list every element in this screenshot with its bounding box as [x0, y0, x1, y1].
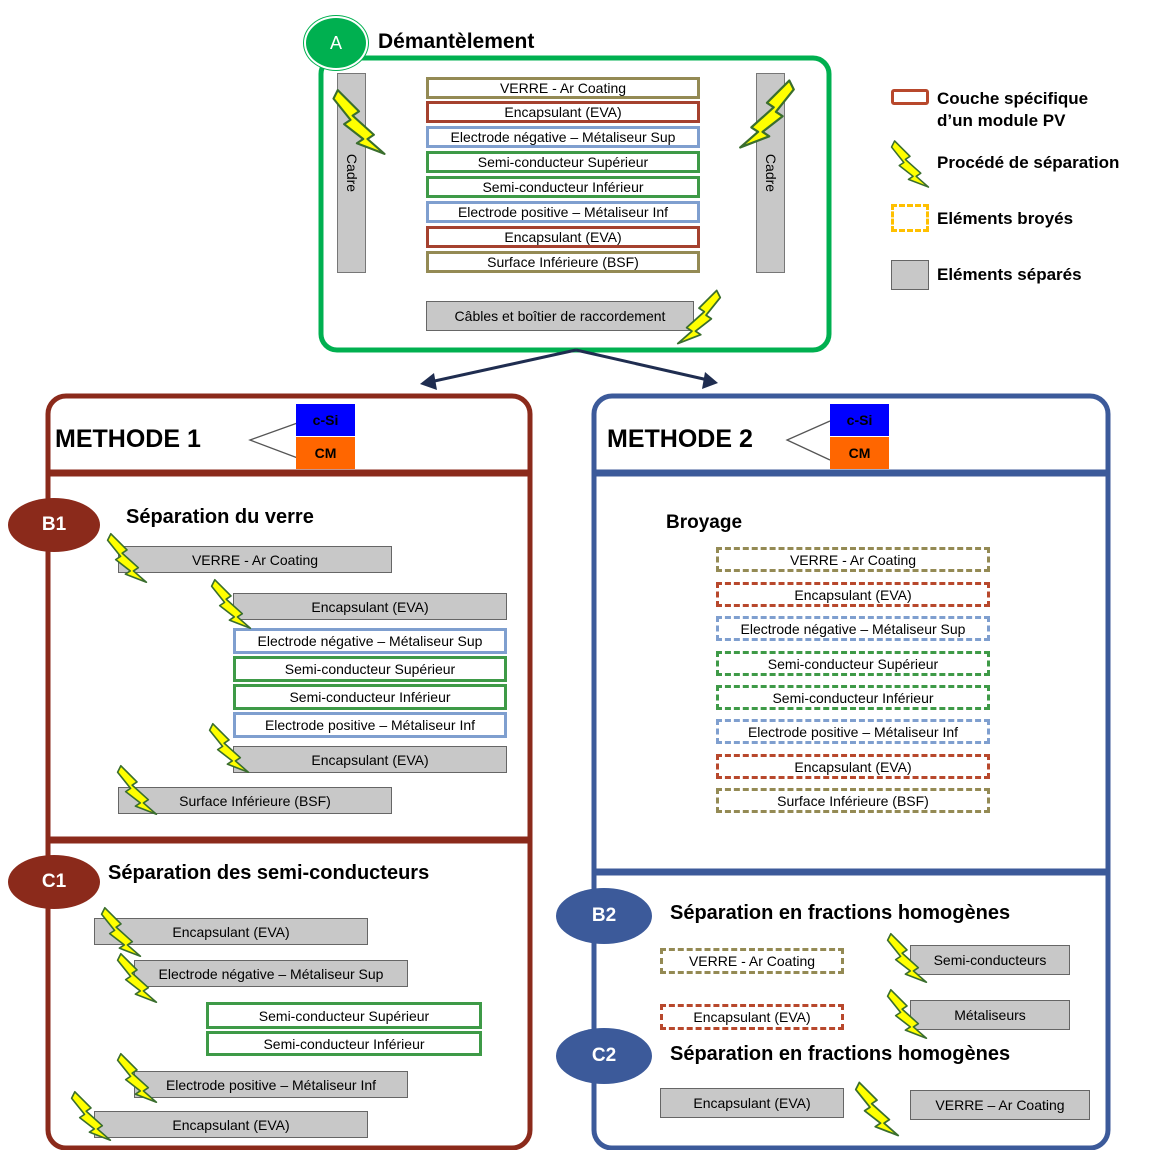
c2-encapsulant: Encapsulant (EVA) [660, 1088, 844, 1118]
b1-bsf: Surface Inférieure (BSF) [118, 787, 392, 814]
legend-crushed-swatch [891, 204, 929, 232]
c1-sc-sup: Semi-conducteur Supérieur [206, 1002, 482, 1029]
lightning-icon-legend [890, 140, 930, 188]
a-layer-electrode-pos: Electrode positive – Métaliseur Inf [426, 201, 700, 223]
lightning-icon-a-left [332, 89, 386, 155]
method2-tag-connector [785, 420, 831, 461]
c1-electrode-pos: Electrode positive – Métaliseur Inf [134, 1071, 408, 1098]
arrow-to-method2 [575, 348, 709, 382]
broyage-title: Broyage [666, 512, 743, 533]
legend-layer-text: Couche spécifique d’un module PV [937, 89, 1089, 130]
legend-process-text: Procédé de séparation [937, 153, 1120, 172]
lightning-icon-b1-enc1 [210, 578, 252, 630]
b1-title: Séparation du verre [126, 506, 314, 528]
lightning-icon-b1-enc2 [208, 722, 250, 774]
c1-title: Séparation des semi-conducteurs [108, 862, 430, 884]
a-cables-box: Câbles et boîtier de raccordement [426, 301, 694, 331]
arrow-head-method1 [420, 373, 437, 390]
a-layer-bsf: Surface Inférieure (BSF) [426, 251, 700, 273]
c1-badge: C1 [8, 855, 100, 909]
b1-electrode-neg: Electrode négative – Métaliseur Sup [233, 628, 507, 654]
a-layer-electrode-neg: Electrode négative – Métaliseur Sup [426, 126, 700, 148]
b2-semi-conducteurs: Semi-conducteurs [910, 945, 1070, 975]
lightning-icon-b1-verre [106, 532, 148, 584]
a-layer-sc-sup: Semi-conducteur Supérieur [426, 151, 700, 173]
a-layer-encapsulant-2: Encapsulant (EVA) [426, 226, 700, 248]
b1-electrode-pos: Electrode positive – Métaliseur Inf [233, 712, 507, 738]
lightning-icon-b1-bsf [116, 764, 158, 816]
method1-tag-csi: c-Si [296, 404, 355, 436]
broyage-verre: VERRE - Ar Coating [716, 547, 990, 572]
section-a-badge: A [304, 16, 368, 70]
lightning-icon-c1-elec-neg [116, 952, 158, 1004]
lightning-icon-a-cables [676, 289, 722, 345]
lightning-icon-b2-sc [886, 932, 928, 984]
c2-badge: C2 [556, 1028, 652, 1084]
b2-title: Séparation en fractions homogènes [670, 902, 1011, 924]
broyage-electrode-neg: Electrode négative – Métaliseur Sup [716, 616, 990, 641]
lightning-icon-c1-elec-pos [116, 1052, 158, 1104]
arrow-head-method2 [702, 372, 718, 389]
method1-frame [45, 393, 533, 1150]
b1-sc-sup: Semi-conducteur Supérieur [233, 656, 507, 682]
b1-sc-inf: Semi-conducteur Inférieur [233, 684, 507, 710]
b1-badge: B1 [8, 498, 100, 552]
c1-electrode-neg: Electrode négative – Métaliseur Sup [134, 960, 408, 987]
b2-verre: VERRE - Ar Coating [660, 948, 844, 974]
broyage-bsf: Surface Inférieure (BSF) [716, 788, 990, 813]
legend-layer-swatch [891, 89, 929, 105]
a-layer-verre: VERRE - Ar Coating [426, 77, 700, 99]
broyage-encapsulant-2: Encapsulant (EVA) [716, 754, 990, 779]
lightning-icon-c2 [854, 1081, 900, 1137]
c1-sc-inf: Semi-conducteur Inférieur [206, 1031, 482, 1056]
broyage-encapsulant-1: Encapsulant (EVA) [716, 582, 990, 607]
method1-title: METHODE 1 [55, 425, 201, 453]
method1-tag-cm: CM [296, 437, 355, 469]
b1-encapsulant-2: Encapsulant (EVA) [233, 746, 507, 773]
b2-encapsulant: Encapsulant (EVA) [660, 1004, 844, 1030]
c2-title: Séparation en fractions homogènes [670, 1043, 1011, 1065]
broyage-electrode-pos: Electrode positive – Métaliseur Inf [716, 719, 990, 744]
method2-frame [591, 393, 1111, 1150]
frame-right-label: Cadre [762, 153, 779, 193]
c1-encapsulant-1: Encapsulant (EVA) [94, 918, 368, 945]
b2-metaliseurs: Métaliseurs [910, 1000, 1070, 1030]
lightning-icon-c1-enc2 [70, 1090, 112, 1142]
section-a-title: Démantèlement [378, 30, 535, 53]
lightning-icon-b2-met [886, 988, 928, 1040]
method1-tag-connector [248, 420, 304, 461]
b2-badge: B2 [556, 888, 652, 944]
arrow-to-method1 [429, 348, 577, 384]
lightning-icon-a-right [739, 79, 795, 149]
a-layer-encapsulant-1: Encapsulant (EVA) [426, 101, 700, 123]
frame-left-label: Cadre [343, 153, 360, 193]
c2-verre: VERRE – Ar Coating [910, 1090, 1090, 1120]
b1-encapsulant-1: Encapsulant (EVA) [233, 593, 507, 620]
frame-left: Cadre [337, 73, 366, 273]
legend-separated-swatch [891, 260, 929, 290]
method2-title: METHODE 2 [607, 425, 753, 453]
method2-tag-cm: CM [830, 437, 889, 469]
b1-verre: VERRE - Ar Coating [118, 546, 392, 573]
method2-tag-csi: c-Si [830, 404, 889, 436]
legend-separated-text: Eléments séparés [937, 265, 1082, 284]
broyage-sc-sup: Semi-conducteur Supérieur [716, 651, 990, 676]
lightning-icon-c1-enc1 [100, 906, 142, 958]
broyage-sc-inf: Semi-conducteur Inférieur [716, 685, 990, 710]
legend-crushed-text: Eléments broyés [937, 209, 1074, 228]
a-layer-sc-inf: Semi-conducteur Inférieur [426, 176, 700, 198]
c1-encapsulant-2: Encapsulant (EVA) [94, 1111, 368, 1138]
